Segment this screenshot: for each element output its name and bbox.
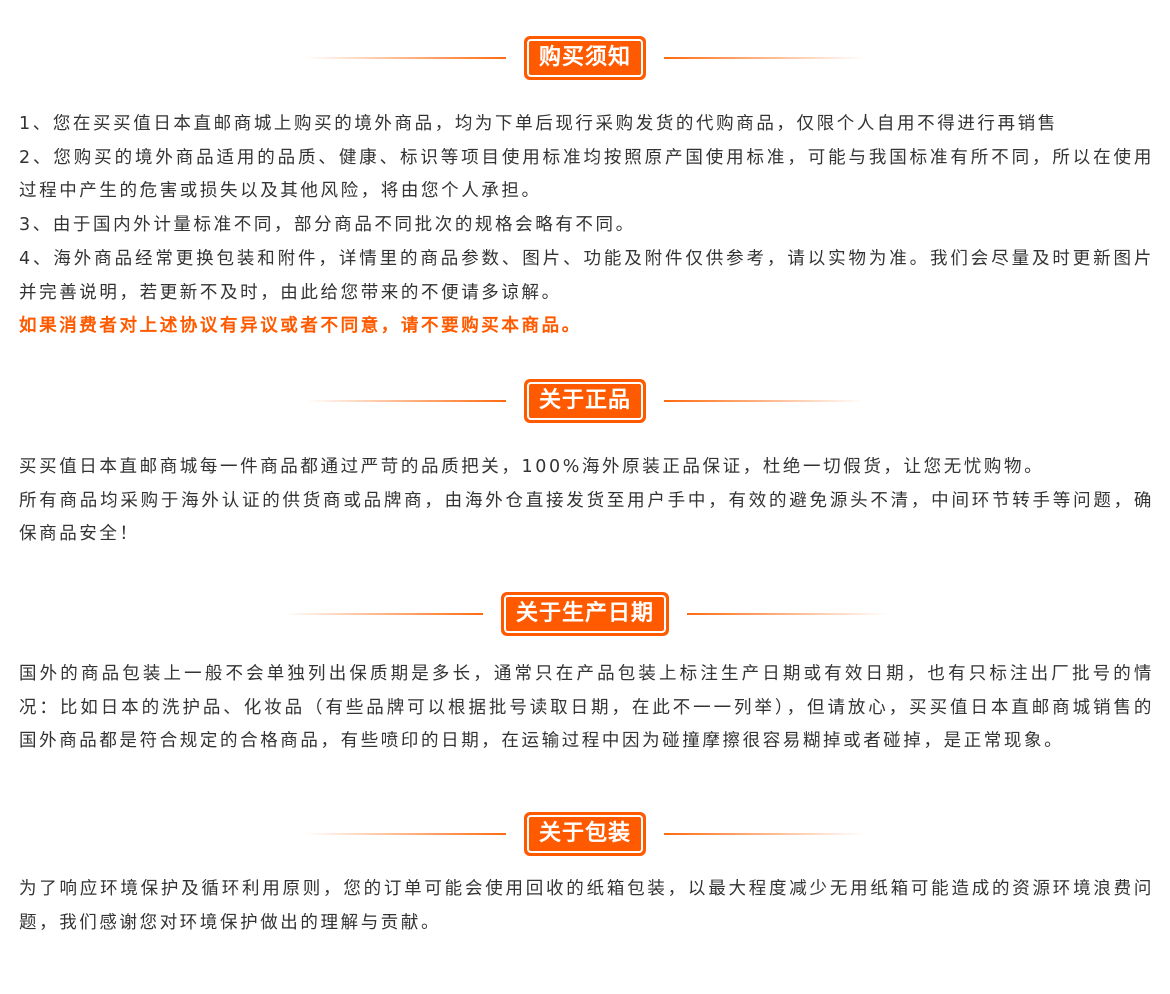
divider xyxy=(664,57,864,59)
authentic-text: 买买值日本直邮商城每一件商品都通过严苛的品质把关，100%海外原装正品保证，杜绝… xyxy=(19,451,1154,552)
divider xyxy=(664,400,864,402)
divider xyxy=(282,613,483,615)
paragraph: 所有商品均采购于海外认证的供货商或品牌商，由海外仓直接发货至用户手中，有效的避免… xyxy=(19,490,1154,545)
heading-badge: 关于包装 xyxy=(523,812,646,856)
paragraph: 3、由于国内外计量标准不同，部分商品不同批次的规格会略有不同。 xyxy=(19,215,636,236)
section-heading-production-date: 关于生产日期 xyxy=(0,590,1170,638)
paragraph: 2、您购买的境外商品适用的品质、健康、标识等项目使用标准均按照原产国使用标准，可… xyxy=(19,147,1154,202)
paragraph: 为了响应环境保护及循环利用原则，您的订单可能会使用回收的纸箱包装，以最大程度减少… xyxy=(19,879,1154,933)
paragraph: 国外的商品包装上一般不会单独列出保质期是多长，通常只在产品包装上标注生产日期或有… xyxy=(19,664,1154,752)
section-heading-authentic: 关于正品 xyxy=(0,377,1170,425)
section-heading-purchase: 购买须知 xyxy=(0,34,1170,82)
heading-badge: 关于生产日期 xyxy=(500,592,669,636)
heading-text: 关于生产日期 xyxy=(503,595,666,633)
production-date-text: 国外的商品包装上一般不会单独列出保质期是多长，通常只在产品包装上标注生产日期或有… xyxy=(19,658,1154,759)
paragraph: 买买值日本直邮商城每一件商品都通过严苛的品质把关，100%海外原装正品保证，杜绝… xyxy=(19,457,1045,477)
purchase-notice-text: 1、您在买买值日本直邮商城上购买的境外商品，均为下单后现行采购发货的代购商品，仅… xyxy=(19,108,1154,344)
heading-badge: 购买须知 xyxy=(523,36,646,80)
paragraph: 4、海外商品经常更换包装和附件，详情里的商品参数、图片、功能及附件仅供参考，请以… xyxy=(19,248,1154,303)
divider xyxy=(305,833,506,835)
paragraph: 1、您在买买值日本直邮商城上购买的境外商品，均为下单后现行采购发货的代购商品，仅… xyxy=(19,114,1058,134)
heading-text: 关于包装 xyxy=(526,815,643,853)
heading-text: 关于正品 xyxy=(526,382,643,420)
section-heading-packaging: 关于包装 xyxy=(0,810,1170,858)
heading-text: 购买须知 xyxy=(526,39,643,77)
divider xyxy=(305,400,506,402)
packaging-text: 为了响应环境保护及循环利用原则，您的订单可能会使用回收的纸箱包装，以最大程度减少… xyxy=(19,873,1154,940)
warning-text: 如果消费者对上述协议有异议或者不同意，请不要购买本商品。 xyxy=(19,316,582,337)
divider xyxy=(305,57,506,59)
heading-badge: 关于正品 xyxy=(523,379,646,423)
divider xyxy=(687,613,887,615)
divider xyxy=(664,833,864,835)
